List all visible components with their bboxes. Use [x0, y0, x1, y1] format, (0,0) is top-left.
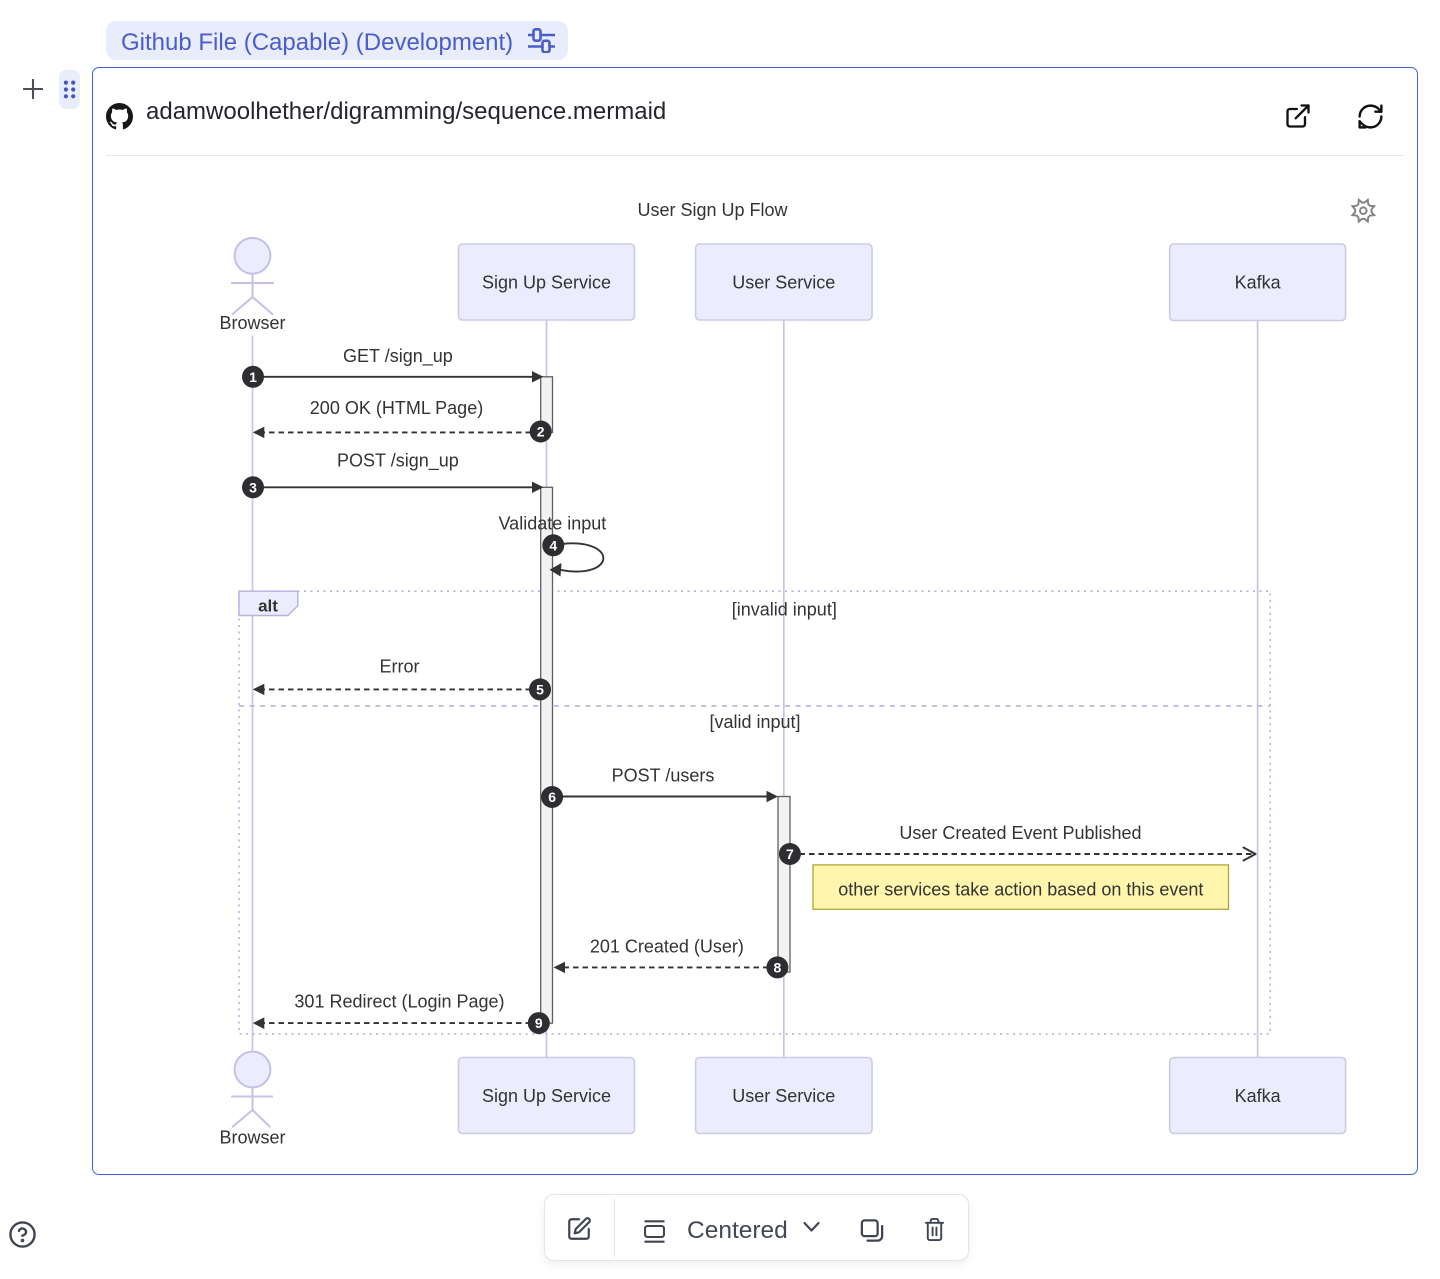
- svg-text:301 Redirect (Login Page): 301 Redirect (Login Page): [294, 991, 504, 1011]
- svg-text:Browser: Browser: [219, 313, 285, 333]
- svg-text:Error: Error: [380, 657, 420, 677]
- svg-text:[invalid input]: [invalid input]: [732, 599, 837, 619]
- svg-text:POST /sign_up: POST /sign_up: [337, 450, 459, 471]
- svg-text:1: 1: [249, 369, 257, 385]
- svg-text:[valid input]: [valid input]: [709, 712, 800, 732]
- svg-text:7: 7: [786, 846, 794, 862]
- svg-text:User Created Event Published: User Created Event Published: [899, 823, 1141, 843]
- svg-text:POST /users: POST /users: [612, 765, 715, 785]
- svg-text:GET /sign_up: GET /sign_up: [343, 346, 453, 367]
- svg-text:Browser: Browser: [219, 1128, 285, 1148]
- svg-text:Validate input: Validate input: [499, 514, 607, 534]
- svg-text:Kafka: Kafka: [1235, 273, 1282, 293]
- svg-text:6: 6: [548, 789, 556, 805]
- svg-text:other services take action bas: other services take action based on this…: [838, 879, 1203, 899]
- svg-text:2: 2: [537, 424, 545, 440]
- svg-text:Sign Up Service: Sign Up Service: [482, 273, 611, 293]
- svg-text:200 OK (HTML Page): 200 OK (HTML Page): [310, 398, 483, 418]
- svg-text:User Service: User Service: [732, 1086, 835, 1106]
- svg-text:alt: alt: [258, 597, 278, 616]
- svg-text:User Sign Up Flow: User Sign Up Flow: [637, 200, 788, 220]
- svg-text:4: 4: [549, 537, 557, 553]
- svg-text:5: 5: [536, 681, 544, 697]
- svg-text:3: 3: [249, 479, 257, 495]
- svg-text:User Service: User Service: [732, 273, 835, 293]
- svg-text:9: 9: [535, 1015, 543, 1031]
- svg-text:8: 8: [774, 959, 782, 975]
- svg-text:Kafka: Kafka: [1235, 1086, 1282, 1106]
- svg-text:201 Created (User): 201 Created (User): [590, 937, 744, 957]
- svg-text:Sign Up Service: Sign Up Service: [482, 1086, 611, 1106]
